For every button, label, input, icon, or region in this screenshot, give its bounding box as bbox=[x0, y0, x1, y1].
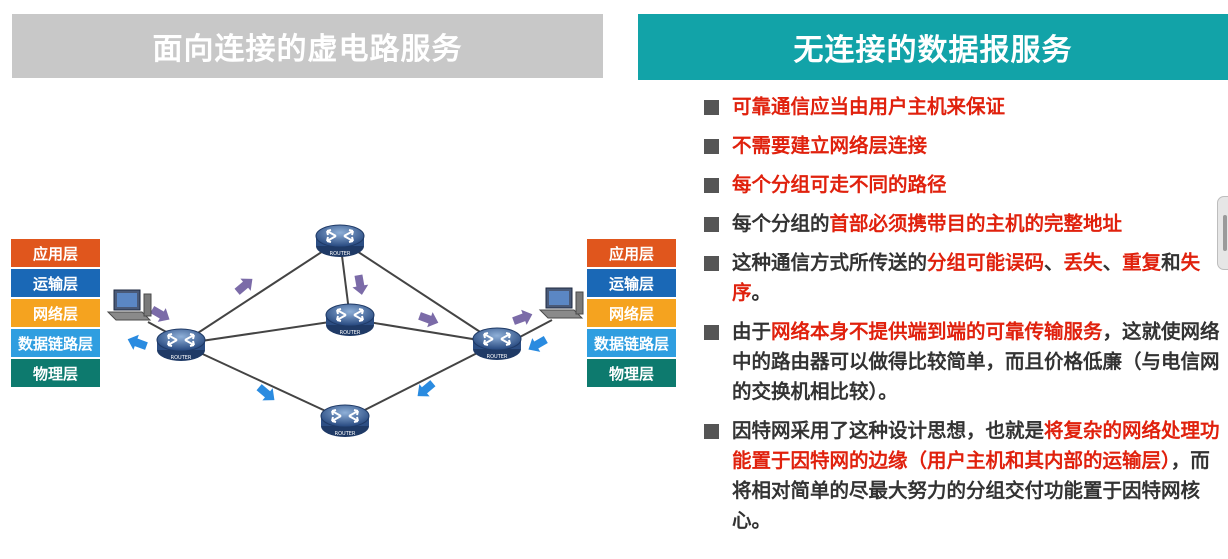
body-text: 这种通信方式所传送的 bbox=[732, 251, 928, 274]
router-icon: ROUTER bbox=[320, 404, 370, 437]
host-computer-icon bbox=[106, 289, 152, 321]
packet-arrow-icon bbox=[234, 278, 253, 295]
layer-datalink: 数据链路层 bbox=[587, 329, 676, 357]
layer-network: 网络层 bbox=[11, 299, 100, 327]
packet-arrows bbox=[127, 274, 548, 401]
emphasis-text: 网络本身不提供端到端的可靠传输服务 bbox=[771, 320, 1103, 343]
bullet-item: 这种通信方式所传送的分组可能误码、丢失、重复和失序。 bbox=[702, 248, 1222, 308]
router-label: ROUTER bbox=[330, 251, 351, 257]
layer-physical: 物理层 bbox=[11, 359, 100, 387]
routers: ROUTER ROUTER ROUTER ROUTER ROUTER bbox=[156, 224, 522, 437]
router-icon: ROUTER bbox=[472, 327, 522, 360]
body-text: 由于 bbox=[732, 320, 772, 343]
layer-physical: 物理层 bbox=[587, 359, 676, 387]
packet-arrow-icon bbox=[528, 336, 548, 352]
emphasis-text: 首部必须携带目的主机的完整地址 bbox=[829, 212, 1123, 235]
body-text: 因特网采用了这种设计思想，也就是 bbox=[732, 419, 1045, 442]
layer-transport: 运输层 bbox=[11, 269, 100, 297]
network-link bbox=[180, 318, 351, 345]
layer-network: 网络层 bbox=[587, 299, 676, 327]
header-connection-oriented: 面向连接的虚电路服务 bbox=[12, 14, 603, 78]
layer-transport: 运输层 bbox=[587, 269, 676, 297]
grip-icon bbox=[1223, 215, 1227, 251]
emphasis-text: 不需要建立网络层连接 bbox=[732, 134, 928, 157]
router-icon: ROUTER bbox=[315, 224, 365, 257]
packet-arrow-icon bbox=[127, 334, 148, 350]
packet-arrow-icon bbox=[418, 312, 439, 328]
router-label: ROUTER bbox=[487, 354, 508, 360]
body-text: 和 bbox=[1161, 251, 1181, 274]
network-link bbox=[180, 343, 346, 421]
bullet-item: 每个分组的首部必须携带目的主机的完整地址 bbox=[702, 209, 1222, 239]
packet-arrow-icon bbox=[417, 380, 436, 397]
body-text: 每个分组的 bbox=[732, 212, 830, 235]
network-link bbox=[339, 239, 498, 344]
body-text: ，这就使网络中的路由器可以做得比较简单，而且价格低廉（与电信网的交换机相比较）。 bbox=[732, 320, 1220, 403]
hosts bbox=[106, 287, 584, 321]
protocol-stack-left: 应用层 运输层 网络层 数据链路层 物理层 bbox=[11, 239, 100, 389]
router-label: ROUTER bbox=[340, 330, 361, 336]
bullet-item: 可靠通信应当由用户主机来保证 bbox=[702, 92, 1222, 122]
router-label: ROUTER bbox=[335, 431, 356, 437]
emphasis-text: 失序 bbox=[732, 251, 1201, 304]
bullet-square-icon bbox=[704, 256, 719, 271]
packet-arrow-icon bbox=[352, 274, 369, 295]
network-links bbox=[147, 239, 553, 421]
emphasis-text: 丢失 bbox=[1063, 251, 1103, 274]
packet-arrow-icon bbox=[256, 384, 275, 401]
bullet-square-icon bbox=[704, 178, 719, 193]
bullet-square-icon bbox=[704, 217, 719, 232]
layer-application: 应用层 bbox=[11, 239, 100, 267]
emphasis-text: 重复 bbox=[1122, 251, 1162, 274]
network-link bbox=[344, 342, 498, 421]
bullet-square-icon bbox=[704, 139, 719, 154]
protocol-stack-right: 应用层 运输层 网络层 数据链路层 物理层 bbox=[587, 239, 676, 389]
emphasis-text: 可靠通信应当由用户主机来保证 bbox=[732, 95, 1006, 118]
router-icon: ROUTER bbox=[156, 328, 206, 361]
bullet-item: 不需要建立网络层连接 bbox=[702, 131, 1222, 161]
packet-arrow-icon bbox=[150, 306, 170, 322]
router-label: ROUTER bbox=[171, 355, 192, 361]
host-link bbox=[517, 319, 553, 339]
bullet-item: 每个分组可走不同的路径 bbox=[702, 170, 1222, 200]
router-icon: ROUTER bbox=[325, 303, 375, 336]
header-connectionless: 无连接的数据报服务 bbox=[638, 14, 1228, 80]
body-text: ，而将相对简单的尽最大努力的分组交付功能置于因特网核心。 bbox=[732, 449, 1210, 532]
network-link bbox=[180, 239, 341, 345]
feature-list: 可靠通信应当由用户主机来保证不需要建立网络层连接每个分组可走不同的路径每个分组的… bbox=[702, 92, 1222, 545]
bullet-square-icon bbox=[704, 100, 719, 115]
emphasis-text: 分组可能误码 bbox=[927, 251, 1045, 274]
emphasis-text: 将复杂的网络处理功能置于因特网的边缘（用户主机和其内部的运输层） bbox=[732, 419, 1220, 472]
body-text: 、 bbox=[1102, 251, 1123, 274]
side-panel-tab[interactable] bbox=[1217, 196, 1228, 270]
header-left-title: 面向连接的虚电路服务 bbox=[152, 32, 463, 67]
host-computer-icon bbox=[538, 287, 584, 319]
packet-arrow-icon bbox=[512, 309, 533, 325]
bullet-item: 因特网采用了这种设计思想，也就是将复杂的网络处理功能置于因特网的边缘（用户主机和… bbox=[702, 416, 1222, 536]
header-right-title: 无连接的数据报服务 bbox=[793, 33, 1073, 68]
emphasis-text: 每个分组可走不同的路径 bbox=[732, 173, 947, 196]
layer-datalink: 数据链路层 bbox=[11, 329, 100, 357]
bullet-square-icon bbox=[704, 424, 719, 439]
body-text: 、 bbox=[1044, 251, 1064, 274]
body-text: 。 bbox=[751, 281, 772, 304]
bullet-item: 由于网络本身不提供端到端的可靠传输服务，这就使网络中的路由器可以做得比较简单，而… bbox=[702, 317, 1222, 407]
layer-application: 应用层 bbox=[587, 239, 676, 267]
bullet-square-icon bbox=[704, 325, 719, 340]
